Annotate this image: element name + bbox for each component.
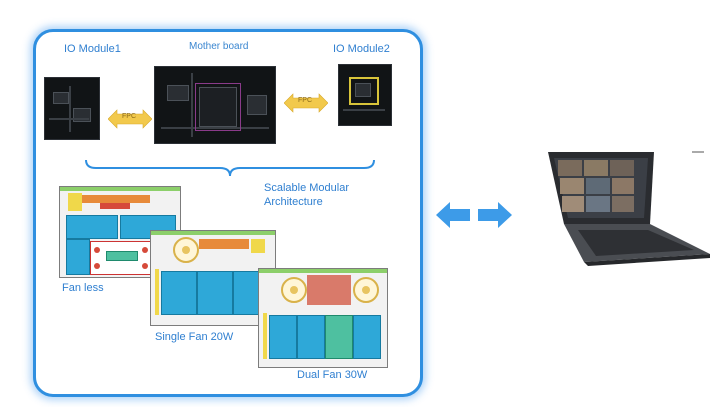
fpc-label-left: FPC [122, 113, 136, 120]
single-fan-label: Single Fan 20W [155, 331, 234, 343]
io-module-2-board [338, 64, 392, 126]
scalable-label-line1: Scalable Modular [264, 182, 349, 194]
laptop-video-call-icon [548, 151, 710, 266]
dual-fan-layout [258, 268, 388, 368]
scalable-label-line2: Architecture [264, 196, 323, 208]
fpc-label-right: FPC [298, 97, 312, 104]
grouping-bracket [85, 159, 375, 177]
dual-fan-label: Dual Fan 30W [297, 369, 368, 381]
single-fan-layout [150, 230, 276, 326]
mother-board [154, 66, 276, 144]
fpc-arrow-left [108, 109, 152, 129]
io-module-1-label: IO Module1 [64, 43, 121, 55]
io-module-1-board [44, 77, 100, 140]
bidirectional-arrow-icon [436, 202, 512, 228]
fpc-arrow-right [284, 93, 328, 113]
io-module-2-label: IO Module2 [333, 43, 390, 55]
mother-board-label: Mother board [189, 41, 249, 52]
fan-less-label: Fan less [62, 282, 104, 294]
